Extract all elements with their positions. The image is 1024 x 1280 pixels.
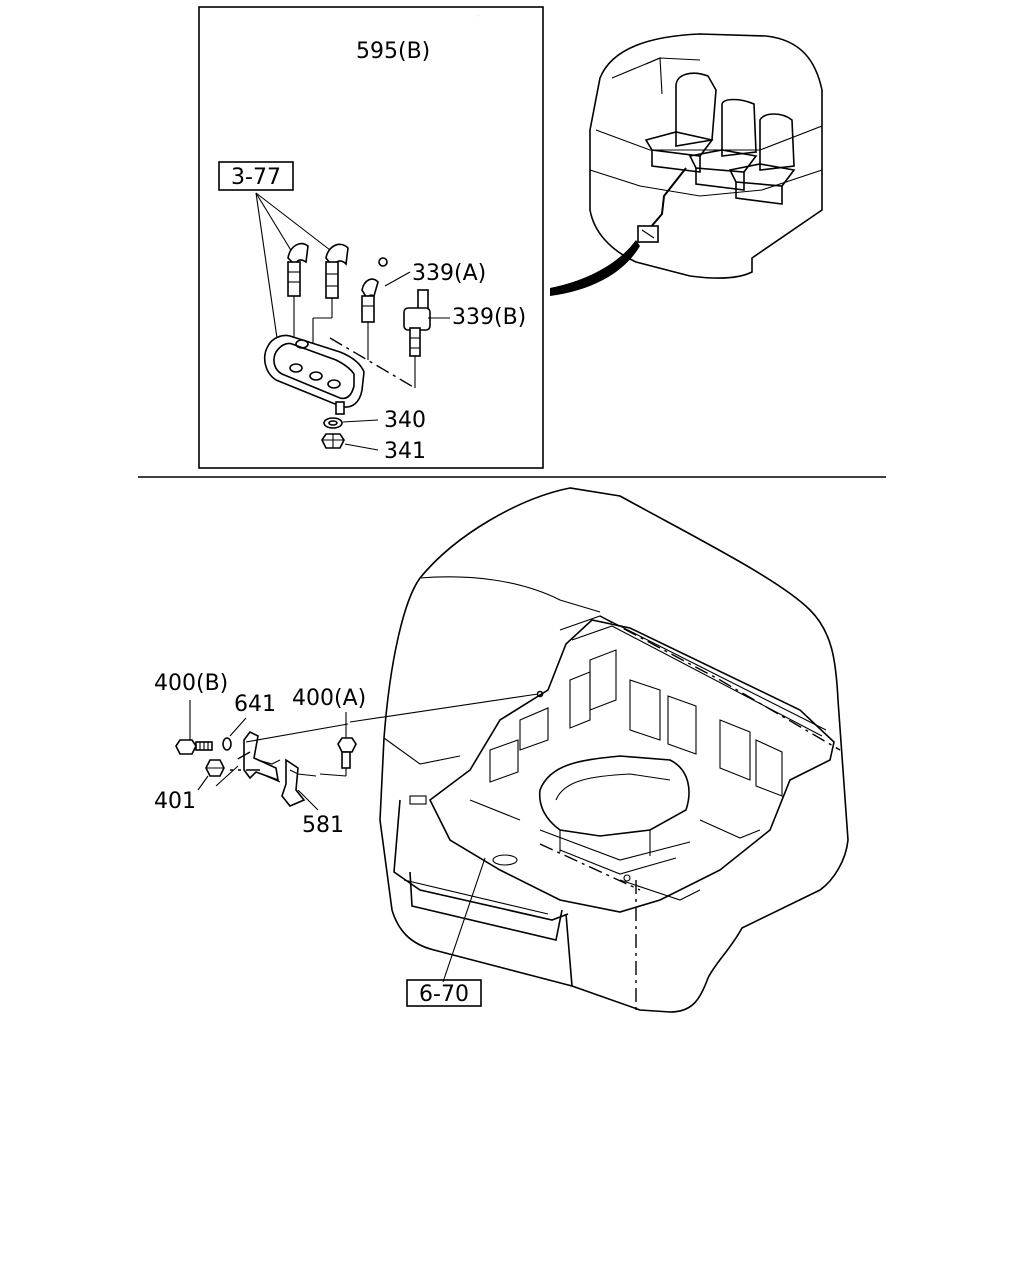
bracket-assembly <box>175 700 357 811</box>
elbow-fitting-1 <box>287 242 309 297</box>
mounting-plate <box>263 334 365 415</box>
cab-body <box>349 487 849 1013</box>
part-label-581: 581 <box>302 813 344 838</box>
part-label-400b: 400(B) <box>154 671 228 696</box>
hose-595b <box>358 14 488 267</box>
ref-label-3-77: 3-77 <box>231 165 281 190</box>
part-label-400a: 400(A) <box>292 686 366 711</box>
top-detail-panel: 3-77 595(B) 339(A) 339(B) 340 341 <box>198 6 544 469</box>
ref-box-6-70 <box>406 979 482 1007</box>
seat-right <box>728 113 796 205</box>
nut-401 <box>205 759 225 777</box>
seat-left <box>644 72 717 173</box>
pointer-arrow <box>550 240 640 296</box>
seat-middle <box>688 98 758 191</box>
bolt-400a <box>337 737 357 769</box>
washer-340 <box>323 417 343 429</box>
part-label-339a: 339(A) <box>412 261 486 286</box>
elbow-fitting-2 <box>325 243 349 299</box>
part-label-341: 341 <box>384 439 426 464</box>
part-label-340: 340 <box>384 408 426 433</box>
washer-641 <box>222 737 232 751</box>
elbow-fitting-339a <box>361 278 379 323</box>
tee-fitting-339b <box>403 289 431 357</box>
bolt-400b <box>175 739 213 755</box>
part-label-595b: 595(B) <box>356 39 430 64</box>
part-label-401: 401 <box>154 789 196 814</box>
leaders-3-77 <box>255 192 331 346</box>
part-label-641: 641 <box>234 692 276 717</box>
nut-341 <box>321 433 345 449</box>
ref-label-6-70: 6-70 <box>419 982 469 1007</box>
clip-581 <box>281 758 306 807</box>
ref-box-3-77 <box>218 161 294 191</box>
cab-interior-thumbnail <box>550 33 823 296</box>
part-label-339b: 339(B) <box>452 305 526 330</box>
